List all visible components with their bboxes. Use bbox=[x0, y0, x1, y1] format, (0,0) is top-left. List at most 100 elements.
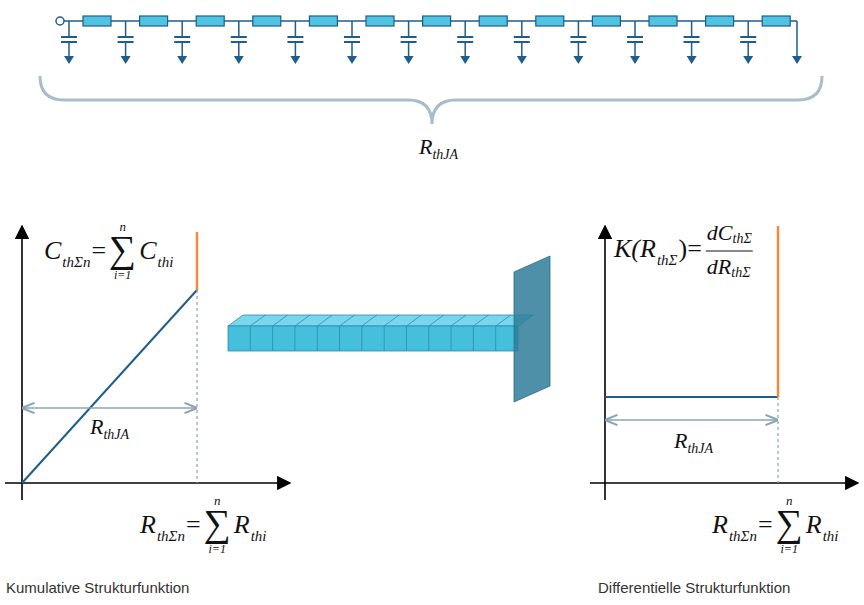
formula-symbol: C bbox=[139, 238, 156, 264]
x-axis bbox=[5, 482, 290, 484]
capacitor-plate bbox=[740, 36, 756, 38]
segment-line bbox=[429, 315, 444, 326]
wire bbox=[691, 42, 693, 56]
wire bbox=[408, 21, 410, 36]
differential-chart bbox=[590, 226, 858, 500]
formula-symbol: thi bbox=[158, 255, 174, 270]
segment-line bbox=[294, 326, 295, 351]
formula-symbol: dC bbox=[707, 222, 733, 244]
segment-line bbox=[428, 326, 429, 351]
wire bbox=[521, 21, 523, 36]
fraction-line bbox=[706, 250, 753, 251]
chart-caption: Differentielle Strukturfunktion bbox=[598, 580, 790, 595]
formula-lines bbox=[706, 251, 753, 252]
formula-symbol: R bbox=[806, 512, 822, 538]
segment-line bbox=[406, 315, 421, 326]
resistor-symbol bbox=[423, 16, 451, 26]
wire bbox=[796, 21, 798, 56]
curve bbox=[22, 290, 197, 483]
formula-symbol: ∑ bbox=[109, 230, 136, 268]
wire bbox=[238, 21, 240, 36]
resistor-symbol bbox=[592, 16, 620, 26]
dimension-label: R bbox=[90, 416, 103, 438]
y-axis bbox=[604, 226, 606, 500]
segment-line bbox=[406, 326, 407, 351]
wire bbox=[691, 21, 693, 36]
ground-arrow bbox=[743, 56, 753, 64]
resistor-symbol bbox=[706, 16, 734, 26]
formula-symbol: K(R bbox=[614, 236, 656, 262]
segment-line bbox=[295, 315, 310, 326]
formula-symbol: C bbox=[44, 238, 61, 264]
capacitor-plate bbox=[174, 36, 190, 38]
segment-line bbox=[339, 326, 340, 351]
formula-symbol: i=1 bbox=[208, 543, 225, 555]
resistor-symbol bbox=[762, 16, 790, 26]
formula-symbol: thΣn bbox=[62, 255, 90, 270]
capacitor-plate bbox=[570, 36, 586, 38]
formula-symbol: thΣn bbox=[157, 529, 185, 544]
resistor-symbol bbox=[479, 16, 507, 26]
capacitor-plate bbox=[514, 36, 530, 38]
curve bbox=[605, 396, 778, 398]
plane bbox=[514, 256, 550, 402]
wire bbox=[125, 21, 127, 36]
ground-arrow bbox=[64, 56, 74, 64]
ground-arrow bbox=[290, 56, 300, 64]
bar-illustration bbox=[228, 315, 533, 351]
ground-arrow bbox=[121, 56, 131, 64]
segment-line bbox=[272, 326, 273, 351]
ground-arrow bbox=[630, 56, 640, 64]
wire bbox=[634, 21, 636, 36]
resistor-symbol bbox=[83, 16, 111, 26]
resistor-symbol bbox=[140, 16, 168, 26]
wire bbox=[408, 42, 410, 56]
resistor-symbol bbox=[536, 16, 564, 26]
capacitor-plate bbox=[684, 36, 700, 38]
ground-arrow bbox=[792, 56, 802, 64]
segment-line bbox=[473, 326, 474, 351]
y-axis bbox=[21, 226, 23, 500]
capacitor-plate bbox=[401, 36, 417, 38]
ground-arrow bbox=[177, 56, 187, 64]
wire bbox=[68, 42, 70, 56]
wire bbox=[295, 21, 297, 36]
wire bbox=[578, 21, 580, 36]
chart-caption: Kumulative Strukturfunktion bbox=[6, 580, 189, 595]
segment-line bbox=[317, 315, 332, 326]
wire bbox=[181, 21, 183, 36]
capacitor-plate bbox=[118, 36, 134, 38]
formula-symbol: = bbox=[758, 512, 773, 538]
capacitor-plate bbox=[627, 36, 643, 38]
wire bbox=[747, 42, 749, 56]
wire bbox=[181, 42, 183, 56]
resistor-symbol bbox=[196, 16, 224, 26]
segment-line bbox=[273, 315, 288, 326]
ground-arrow bbox=[687, 56, 697, 64]
wire bbox=[125, 42, 127, 56]
formula-symbol: thΣ bbox=[657, 253, 678, 268]
segment-line bbox=[384, 315, 399, 326]
formula-symbol: = bbox=[186, 512, 201, 538]
capacitor-plate bbox=[344, 36, 360, 38]
wire bbox=[464, 21, 466, 36]
resistor-symbol bbox=[309, 16, 337, 26]
segment-line bbox=[362, 315, 377, 326]
wire bbox=[351, 21, 353, 36]
formula-symbol: thi bbox=[251, 529, 267, 544]
segment-line bbox=[451, 315, 466, 326]
bar-top bbox=[228, 315, 533, 326]
dimension-label: thJA bbox=[687, 442, 713, 456]
ground-arrow bbox=[347, 56, 357, 64]
dashed-guide bbox=[777, 397, 778, 483]
segment-line bbox=[250, 315, 265, 326]
formula-symbol: i=1 bbox=[780, 543, 797, 555]
bracket-label: thJA bbox=[432, 148, 458, 162]
capacitor-plate bbox=[287, 36, 303, 38]
x-axis bbox=[590, 482, 858, 484]
formula-symbol: R bbox=[234, 512, 250, 538]
formula-symbol: R bbox=[712, 512, 728, 538]
segment-line bbox=[361, 326, 362, 351]
wire bbox=[68, 21, 70, 36]
wire bbox=[747, 21, 749, 36]
